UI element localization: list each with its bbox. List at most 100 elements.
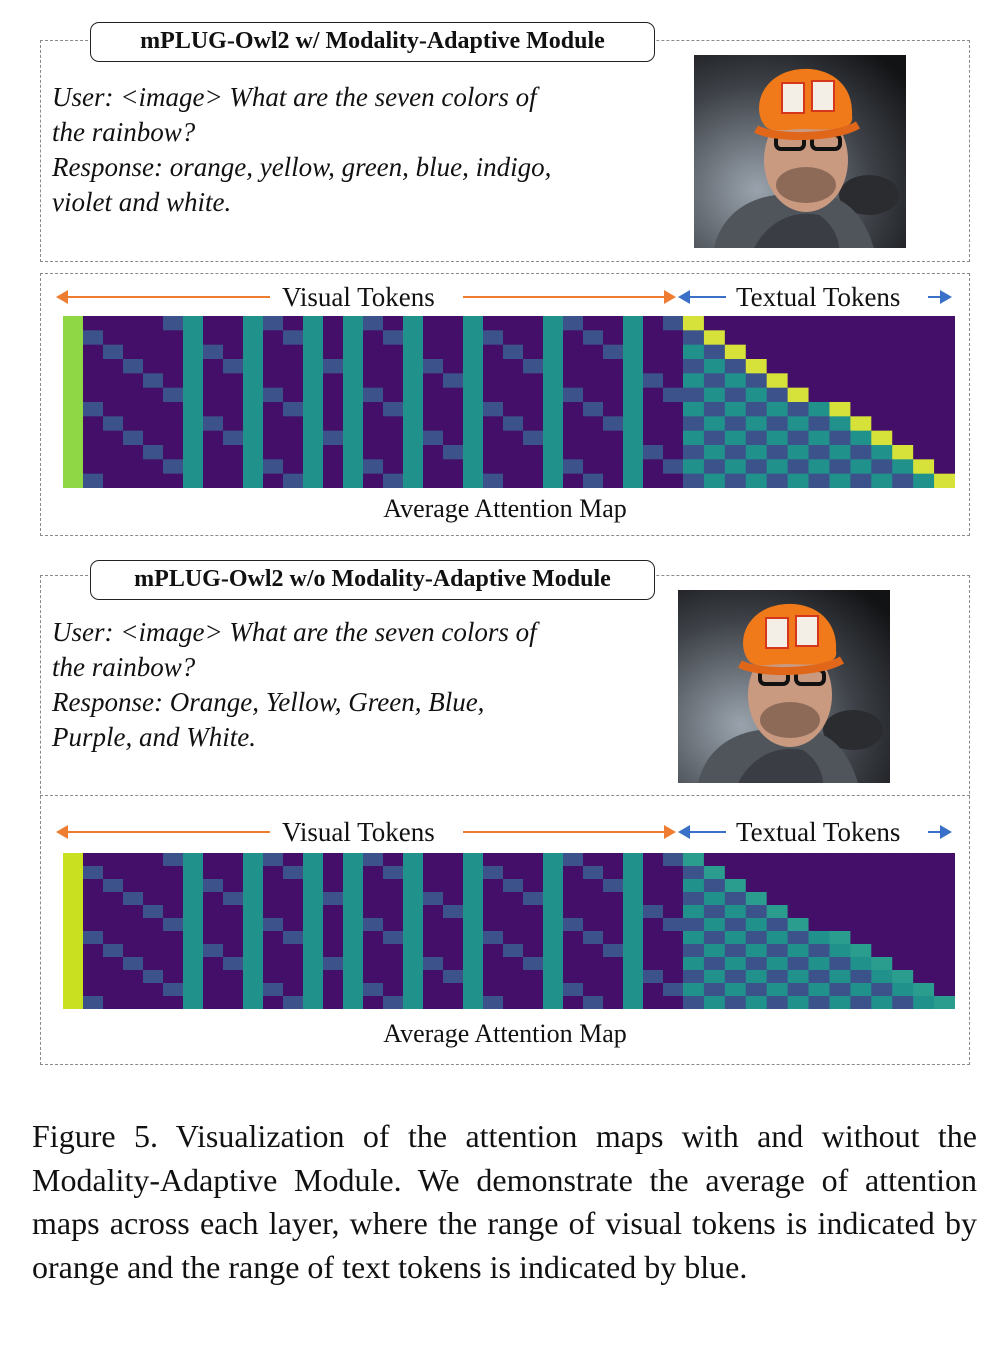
heatmap-cell <box>123 866 144 880</box>
heatmap-cell <box>787 416 810 432</box>
heatmap-cell <box>850 430 872 446</box>
textual-tokens-label: Textual Tokens <box>732 282 905 312</box>
heatmap-cell <box>543 892 564 906</box>
heatmap-cell <box>563 373 584 389</box>
heatmap-cell <box>503 853 524 867</box>
heatmap-cell <box>703 931 726 945</box>
heatmap-cell <box>363 892 384 906</box>
heatmap-cell <box>223 957 244 971</box>
heatmap-cell <box>263 879 284 893</box>
heatmap-cell <box>263 402 284 417</box>
heatmap-cell <box>103 996 124 1009</box>
heatmap-cell <box>343 879 364 893</box>
heatmap-cell <box>183 459 204 475</box>
panel-2-dialog: User: <image> What are the seven colors … <box>52 617 537 752</box>
heatmap-cell <box>543 430 564 446</box>
heatmap-cell <box>766 316 789 331</box>
heatmap-cell <box>913 879 935 893</box>
heatmap-cell <box>243 879 264 893</box>
heatmap-cell <box>323 416 344 432</box>
heatmap-cell <box>603 316 624 331</box>
heatmap-cell <box>303 445 324 460</box>
heatmap-cell <box>243 430 264 446</box>
heatmap-cell <box>503 344 524 360</box>
heatmap-cell <box>787 330 810 346</box>
heatmap-cell <box>343 402 364 417</box>
heatmap-cell <box>403 983 424 997</box>
heatmap-cell <box>563 344 584 360</box>
heatmap-cell <box>83 957 104 971</box>
heatmap-cell <box>808 416 830 432</box>
heatmap-cell <box>263 373 284 389</box>
heatmap-cell <box>423 931 444 945</box>
heatmap-cell <box>383 866 404 880</box>
panel-2-photo <box>678 590 890 783</box>
heatmap-cell <box>303 931 324 945</box>
heatmap-cell <box>343 359 364 374</box>
heatmap-cell <box>343 316 364 331</box>
heatmap-cell <box>623 892 644 906</box>
heatmap-cell <box>83 983 104 997</box>
heatmap-cell <box>163 402 184 417</box>
heatmap-cell <box>603 330 624 346</box>
heatmap-cell <box>103 430 124 446</box>
heatmap-cell <box>343 387 364 403</box>
heatmap-cell <box>603 983 624 997</box>
heatmap-cell <box>724 402 747 417</box>
heatmap-cell <box>523 473 544 488</box>
heatmap-cell <box>724 416 747 432</box>
heatmap-cell <box>363 316 384 331</box>
heatmap-cell <box>83 430 104 446</box>
heatmap-cell <box>623 330 644 346</box>
heatmap-cell <box>163 957 184 971</box>
heatmap-cell <box>423 430 444 446</box>
heatmap-cell <box>892 344 914 360</box>
heatmap-cell <box>343 344 364 360</box>
text-range-arrow-right <box>928 296 942 298</box>
heatmap-cell <box>523 879 544 893</box>
heatmap-cell <box>543 387 564 403</box>
heatmap-cell <box>463 316 484 331</box>
heatmap-cell <box>323 316 344 331</box>
heatmap-cell <box>63 892 84 906</box>
heatmap-cell <box>123 430 144 446</box>
heatmap-cell <box>483 344 504 360</box>
heatmap-cell <box>263 892 284 906</box>
heatmap-cell <box>243 983 264 997</box>
heatmap-cell <box>163 905 184 919</box>
heatmap-cell <box>871 970 893 984</box>
heatmap-cell <box>829 416 851 432</box>
heatmap-cell <box>563 892 584 906</box>
heatmap-cell <box>745 416 768 432</box>
heatmap-cell <box>223 359 244 374</box>
heatmap-cell <box>243 373 264 389</box>
heatmap-cell <box>623 344 644 360</box>
heatmap-cell <box>183 931 204 945</box>
heatmap-cell <box>563 387 584 403</box>
heatmap-cell <box>523 853 544 867</box>
heatmap-cell <box>892 970 914 984</box>
heatmap-cell <box>143 931 164 945</box>
heatmap-cell <box>787 892 810 906</box>
heatmap-cell <box>850 853 872 867</box>
heatmap-cell <box>603 445 624 460</box>
heatmap-cell <box>503 430 524 446</box>
heatmap-cell <box>343 866 364 880</box>
heatmap-cell <box>683 996 705 1009</box>
heatmap-cell <box>303 387 324 403</box>
heatmap-cell <box>523 970 544 984</box>
heatmap-cell <box>643 944 664 958</box>
heatmap-cell <box>183 853 204 867</box>
heatmap-cell <box>363 459 384 475</box>
heatmap-cell <box>829 853 851 867</box>
heatmap-cell <box>203 931 224 945</box>
heatmap-cell <box>913 316 935 331</box>
heatmap-cell <box>892 445 914 460</box>
heatmap-cell <box>523 316 544 331</box>
heatmap-cell <box>503 459 524 475</box>
heatmap-cell <box>850 879 872 893</box>
heatmap-cell <box>583 853 604 867</box>
heatmap-cell <box>443 359 464 374</box>
heatmap-cell <box>683 957 705 971</box>
heatmap-cell <box>443 445 464 460</box>
